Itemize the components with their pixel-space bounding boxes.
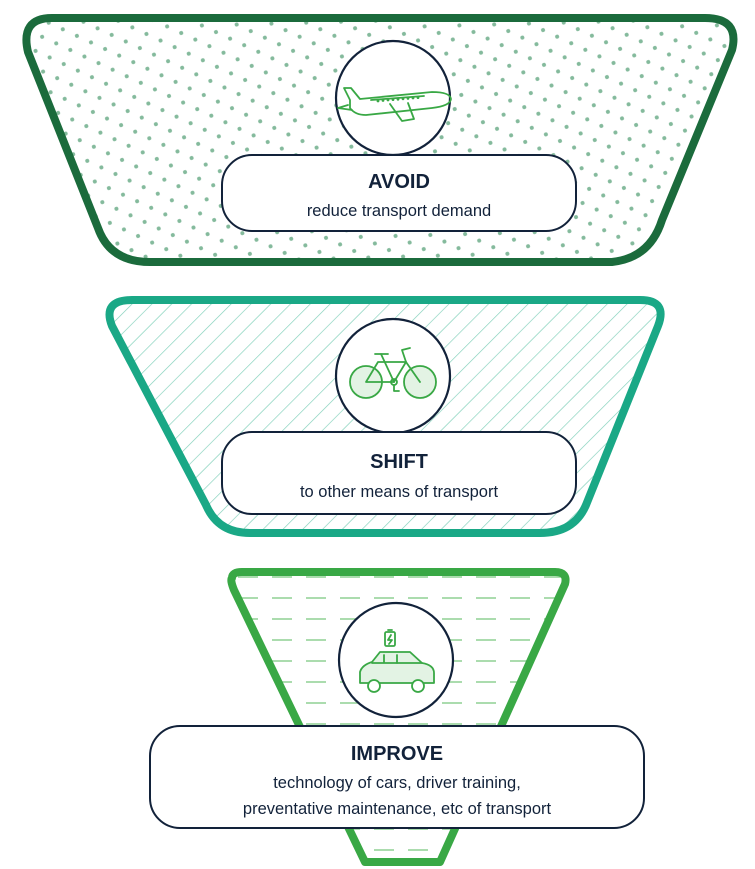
- bicycle-icon: [334, 317, 452, 435]
- tier-shift: SHIFT to other means of transport: [105, 296, 665, 537]
- improve-title: IMPROVE: [351, 743, 443, 765]
- avoid-description: reduce transport demand: [307, 202, 491, 220]
- avoid-title: AVOID: [368, 171, 430, 193]
- improve-shape: [227, 568, 570, 866]
- tier-avoid: AVOID reduce transport demand: [22, 14, 738, 266]
- shift-description: to other means of transport: [300, 483, 499, 501]
- shift-title: SHIFT: [370, 451, 428, 473]
- improve-description-line-1: technology of cars, driver training,: [273, 774, 521, 792]
- electric-car-icon: [337, 601, 455, 719]
- tier-improve: IMPROVE technology of cars, driver train…: [149, 568, 645, 866]
- avoid-label-box: [221, 154, 577, 232]
- shift-label-box: [221, 431, 577, 515]
- improve-description-line-2: preventative maintenance, etc of transpo…: [243, 800, 552, 818]
- improve-label-box: [149, 725, 645, 829]
- airplane-icon: [334, 39, 452, 157]
